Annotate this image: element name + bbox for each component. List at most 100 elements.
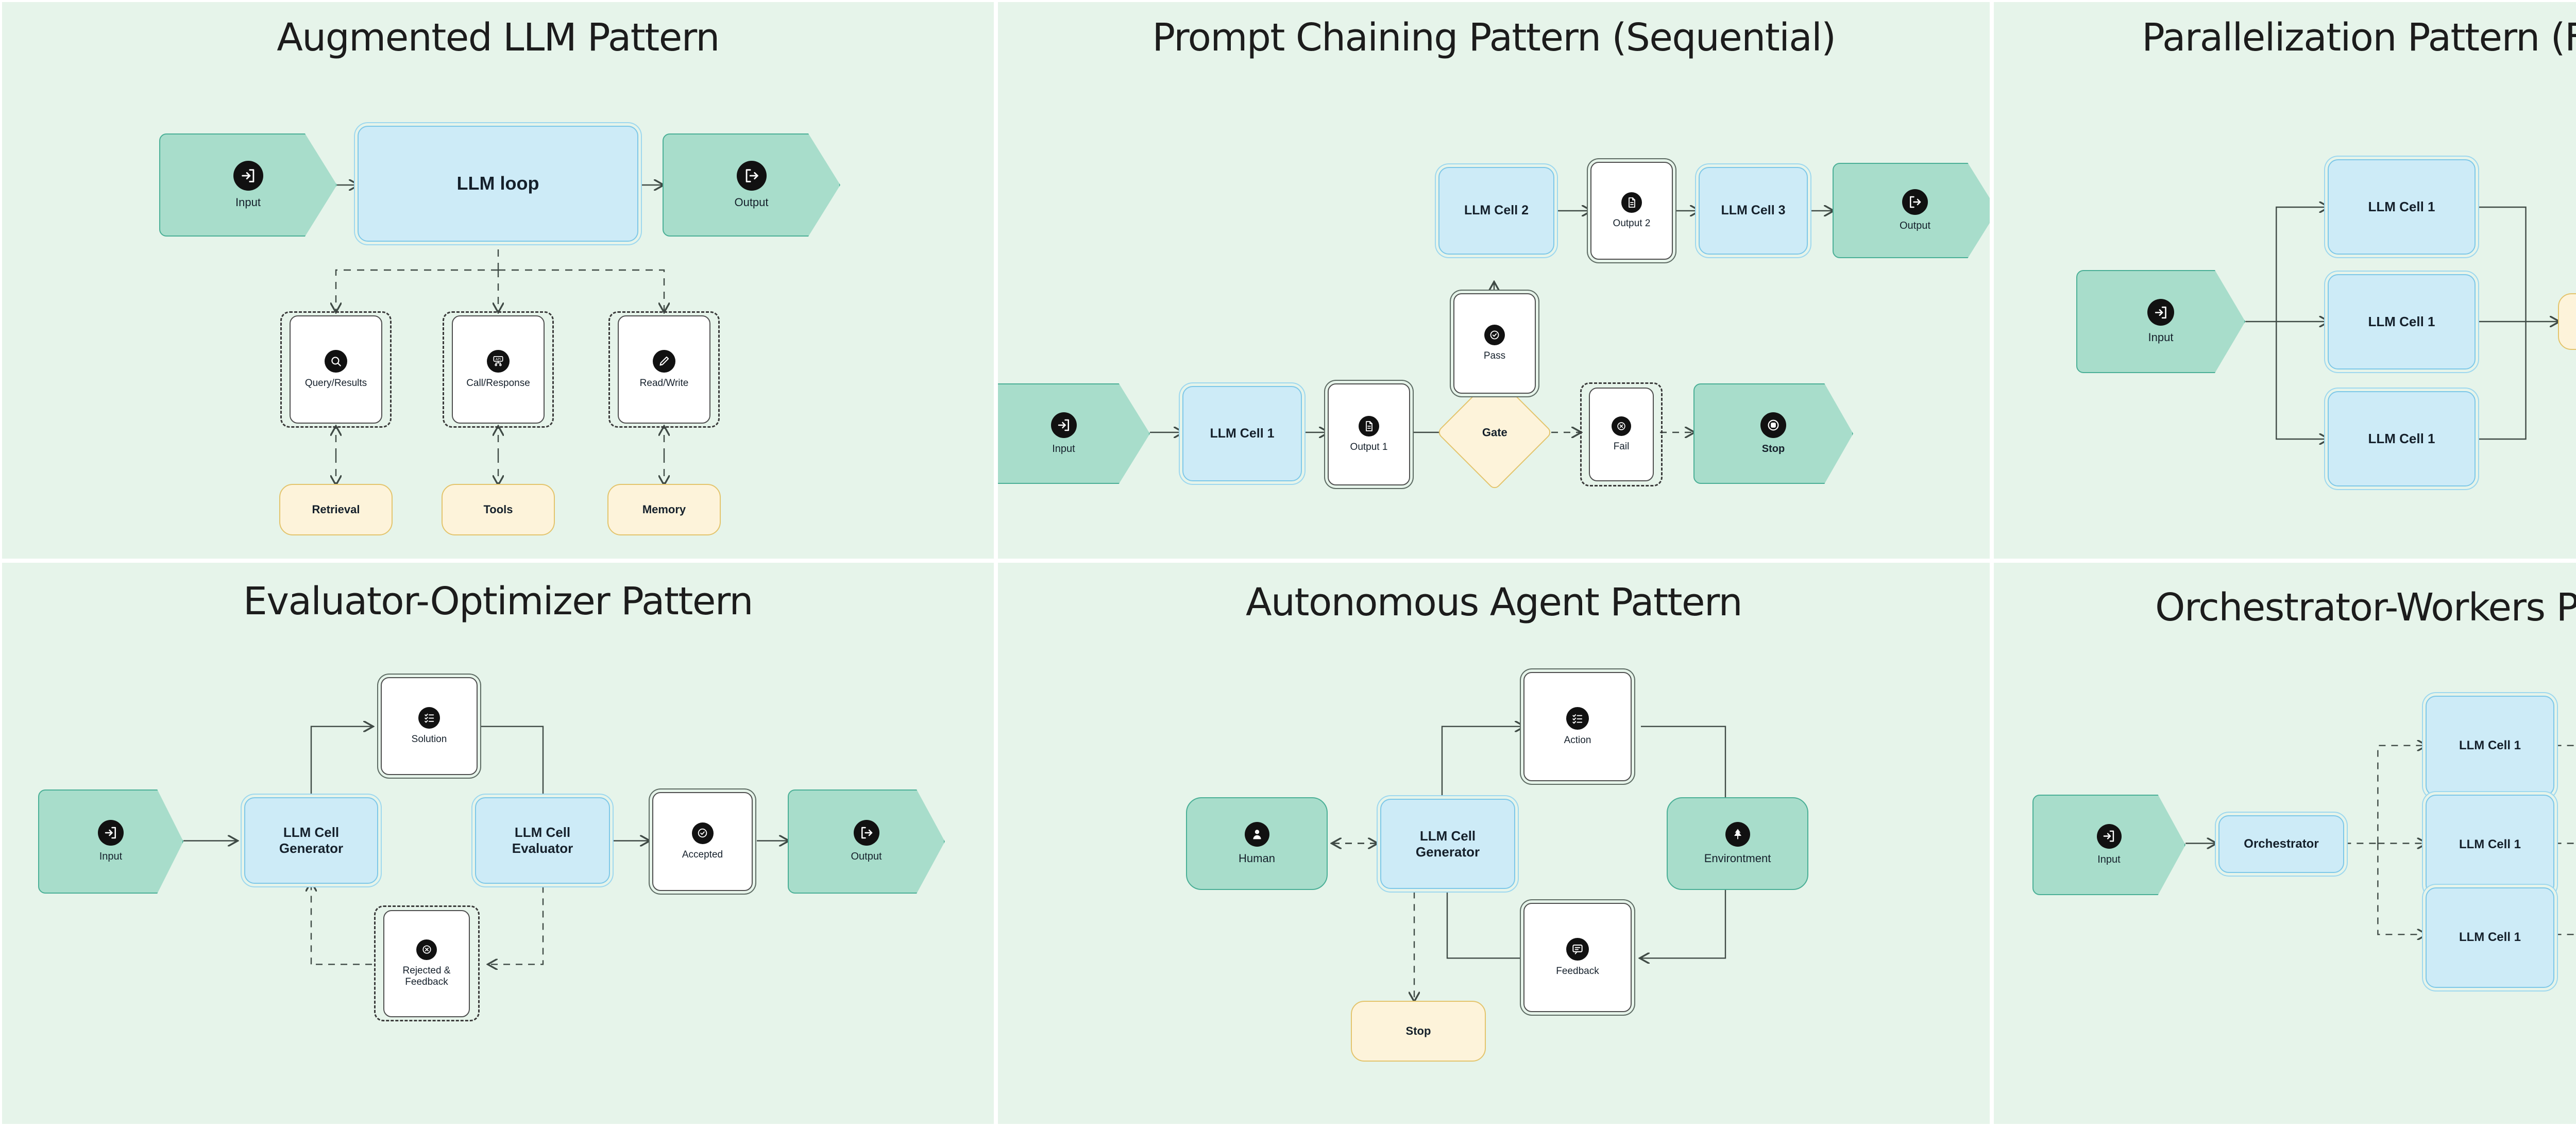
node-input[interactable]: Input <box>2076 270 2245 373</box>
node-input[interactable]: Input <box>159 133 337 237</box>
connector-layer <box>2 2 994 559</box>
node-output[interactable]: Output <box>1833 163 1990 258</box>
node-tools[interactable]: Tools <box>442 484 555 535</box>
node-label: Read/Write <box>639 377 689 389</box>
login-icon <box>233 161 263 191</box>
node-pass[interactable]: Pass <box>1453 293 1536 394</box>
node-label: LLM Cell Generator <box>1415 828 1480 860</box>
node-accepted[interactable]: Accepted <box>652 792 753 891</box>
svg-text:API: API <box>496 357 501 361</box>
node-generator[interactable]: LLM Cell Generator <box>244 797 378 884</box>
node-llm-cell-1[interactable]: LLM Cell 1 <box>1182 386 1302 481</box>
node-feedback[interactable]: Feedback <box>1523 903 1632 1012</box>
diagram-canvas-augmented-llm: Input LLM loop Output <box>2 2 994 559</box>
node-evaluator[interactable]: LLM Cell Evaluator <box>475 797 610 884</box>
node-label: Environtment <box>1704 852 1771 865</box>
page-title: Prompt Chaining Pattern (Sequential) <box>1152 15 1836 60</box>
node-label: Memory <box>642 503 686 516</box>
node-worker-3[interactable]: LLM Cell 1 <box>2328 391 2476 486</box>
node-label: Output <box>1899 220 1931 231</box>
check-circle-icon <box>691 822 714 844</box>
node-label: LLM Cell Generator <box>279 825 344 856</box>
node-worker-2[interactable]: LLM Cell 1 <box>2328 274 2476 369</box>
message-icon <box>1566 937 1589 961</box>
node-llm-loop[interactable]: LLM loop <box>358 126 638 242</box>
node-output[interactable]: Output <box>663 133 840 237</box>
node-label: Stop <box>1761 443 1785 455</box>
node-worker-2[interactable]: LLM Cell 1 <box>2426 795 2554 895</box>
logout-icon <box>853 820 879 846</box>
node-fail[interactable]: Fail <box>1589 388 1654 481</box>
node-input[interactable]: Input <box>2032 795 2185 895</box>
node-label: Input <box>2097 853 2121 865</box>
node-output-2[interactable]: Output 2 <box>1590 162 1673 260</box>
search-icon <box>325 349 347 373</box>
page-title: Evaluator-Optimizer Pattern <box>243 579 753 624</box>
panel-prompt-chaining: Prompt Chaining Pattern (Sequential) <box>998 2 1990 559</box>
document-icon <box>1621 192 1642 213</box>
node-label: Fail <box>1613 441 1630 452</box>
pencil-icon <box>653 349 675 373</box>
login-icon <box>1050 412 1077 438</box>
node-input[interactable]: Input <box>38 789 183 894</box>
node-label: LLM Cell 1 <box>2459 738 2521 753</box>
node-environment[interactable]: Environtment <box>1667 797 1808 890</box>
node-memory[interactable]: Memory <box>607 484 721 535</box>
panel-orchestrator-workers: Orchestrator-Workers Pattern (Mesh) <box>1994 563 2576 1124</box>
node-input[interactable]: Input <box>998 383 1150 484</box>
node-llm-cell-2[interactable]: LLM Cell 2 <box>1438 167 1554 255</box>
node-stop[interactable]: Stop <box>1351 1001 1486 1062</box>
node-aggregator[interactable]: Aggregator <box>2558 293 2576 350</box>
node-label: Stop <box>1405 1024 1431 1038</box>
node-action[interactable]: Action <box>1523 672 1632 781</box>
node-orchestrator[interactable]: Orchestrator <box>2218 815 2344 873</box>
x-circle-icon <box>416 939 437 960</box>
node-call-response[interactable]: API Call/Response <box>452 315 545 424</box>
node-human[interactable]: Human <box>1186 797 1328 890</box>
tree-icon <box>1725 822 1750 847</box>
connector-layer <box>2185 563 2576 1124</box>
node-read-write[interactable]: Read/Write <box>618 315 710 424</box>
page-title: Parallelization Pattern (Fan-in/Fan-out) <box>2142 15 2576 60</box>
node-label: LLM Cell 1 <box>2459 837 2521 852</box>
node-stop[interactable]: Stop <box>1693 383 1853 484</box>
page-title: Autonomous Agent Pattern <box>1245 580 1743 625</box>
node-retrieval[interactable]: Retrieval <box>279 484 393 535</box>
node-label: Call/Response <box>466 377 530 389</box>
node-rejected-feedback[interactable]: Rejected & Feedback <box>383 910 470 1017</box>
page-title: Augmented LLM Pattern <box>277 15 720 60</box>
node-output[interactable]: Output <box>788 789 945 894</box>
node-label: Input <box>1052 443 1075 455</box>
node-label: Output <box>734 196 769 209</box>
node-label: Gate <box>1482 425 1507 439</box>
logout-icon <box>736 161 767 191</box>
node-label: Action <box>1564 734 1591 746</box>
node-label: Pass <box>1483 350 1506 362</box>
checklist-icon <box>418 707 440 729</box>
connector-layer <box>2245 2 2576 559</box>
node-generator[interactable]: LLM Cell Generator <box>1380 799 1515 889</box>
diagram-canvas-autonomous-agent: Action Human LLM Cell Generator <box>998 563 1990 1124</box>
node-worker-3[interactable]: LLM Cell 1 <box>2426 887 2554 988</box>
node-label: LLM loop <box>456 173 539 194</box>
node-label: Accepted <box>682 849 723 860</box>
node-query-results[interactable]: Query/Results <box>290 315 382 424</box>
panel-evaluator-optimizer: Evaluator-Optimizer Pattern <box>2 563 994 1124</box>
dashed-group-rejected <box>374 905 480 1021</box>
node-worker-1[interactable]: LLM Cell 1 <box>2328 159 2476 255</box>
diagram-canvas-orchestrator-workers: Input Orchestrator LLM Cell 1 LLM Cell 1… <box>1994 563 2576 1124</box>
node-llm-cell-3[interactable]: LLM Cell 3 <box>1699 167 1808 255</box>
node-output-1[interactable]: Output 1 <box>1328 383 1410 485</box>
node-label: Input <box>235 196 261 209</box>
login-icon <box>98 820 124 846</box>
node-worker-1[interactable]: LLM Cell 1 <box>2426 696 2554 796</box>
node-solution[interactable]: Solution <box>381 677 478 775</box>
node-label: Orchestrator <box>2244 836 2319 851</box>
node-label: Output 1 <box>1350 441 1388 452</box>
api-icon: API <box>487 349 510 373</box>
login-icon <box>2147 299 2174 326</box>
node-label: LLM Cell Evaluator <box>512 825 573 856</box>
node-label: LLM Cell 1 <box>2368 431 2435 447</box>
dashed-group-fail <box>1580 382 1663 486</box>
